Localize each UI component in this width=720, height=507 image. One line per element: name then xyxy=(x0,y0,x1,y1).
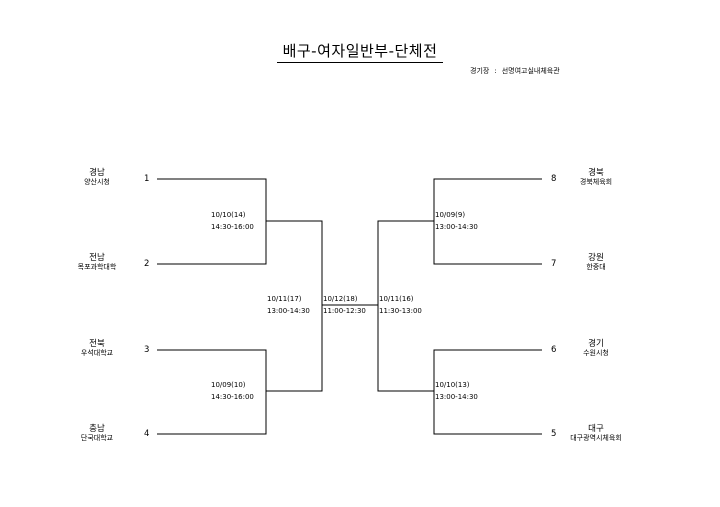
team-org: 목포과학대학 xyxy=(77,263,117,271)
team-left-3: 전북 우석대학교 xyxy=(57,339,137,358)
seed-right-5: 5 xyxy=(551,429,557,439)
match-time: 14:30-16:00 xyxy=(211,223,254,231)
team-region: 전남 xyxy=(89,253,105,263)
title-text: 배구-여자일반부-단체전 xyxy=(276,42,444,63)
seed-left-1: 1 xyxy=(144,174,150,184)
team-region: 경북 xyxy=(588,168,604,178)
right-qf2-line xyxy=(433,349,542,435)
team-left-2: 전남 목포과학대학 xyxy=(57,253,137,272)
match-final: 10/12(18) 11:00-12:30 xyxy=(323,293,366,317)
team-left-4: 충남 단국대학교 xyxy=(57,424,137,443)
venue-name: 선명여고실내체육관 xyxy=(501,67,560,75)
match-right-sf: 10/11(16) 11:30-13:00 xyxy=(379,293,422,317)
seed-right-7: 7 xyxy=(551,259,557,269)
team-org: 경북체육회 xyxy=(579,178,613,186)
venue-label: 경기장 xyxy=(470,67,490,75)
team-right-8: 경북 경북체육회 xyxy=(556,168,636,187)
page-title: 배구-여자일반부-단체전 xyxy=(0,40,720,63)
venue-separator: : xyxy=(494,67,497,75)
match-date: 10/09(9) xyxy=(435,211,466,219)
match-date: 10/12(18) xyxy=(323,295,358,303)
venue-info: 경기장: 선명여고실내체육관 xyxy=(470,66,560,76)
match-date: 10/09(10) xyxy=(211,381,246,389)
match-date: 10/11(17) xyxy=(267,295,302,303)
team-region: 충남 xyxy=(89,424,105,434)
left-qf2-line xyxy=(157,349,267,435)
team-right-5: 대구 대구광역시체육회 xyxy=(556,424,636,443)
match-time: 11:00-12:30 xyxy=(323,307,366,315)
match-right-qf1: 10/09(9) 13:00-14:30 xyxy=(435,209,478,233)
match-right-qf2: 10/10(13) 13:00-14:30 xyxy=(435,379,478,403)
match-time: 13:00-14:30 xyxy=(435,223,478,231)
team-right-7: 강원 한중대 xyxy=(556,253,636,272)
right-qf1-line xyxy=(433,178,542,265)
match-time: 13:00-14:30 xyxy=(435,393,478,401)
seed-left-4: 4 xyxy=(144,429,150,439)
match-time: 13:00-14:30 xyxy=(267,307,310,315)
team-region: 경남 xyxy=(89,168,105,178)
team-region: 전북 xyxy=(89,339,105,349)
team-org: 우석대학교 xyxy=(80,349,114,357)
seed-right-6: 6 xyxy=(551,345,557,355)
team-org: 단국대학교 xyxy=(80,434,114,442)
team-region: 강원 xyxy=(588,253,604,263)
team-region: 대구 xyxy=(588,424,604,434)
team-org: 대구광역시체육회 xyxy=(570,434,622,442)
match-left-qf2: 10/09(10) 14:30-16:00 xyxy=(211,379,254,403)
match-date: 10/10(14) xyxy=(211,211,246,219)
seed-left-2: 2 xyxy=(144,259,150,269)
team-org: 한중대 xyxy=(586,263,606,271)
team-right-6: 경기 수원시청 xyxy=(556,339,636,358)
team-region: 경기 xyxy=(588,339,604,349)
match-left-qf1: 10/10(14) 14:30-16:00 xyxy=(211,209,254,233)
match-left-sf: 10/11(17) 13:00-14:30 xyxy=(267,293,310,317)
team-org: 수원시청 xyxy=(583,349,609,357)
match-date: 10/11(16) xyxy=(379,295,414,303)
match-time: 14:30-16:00 xyxy=(211,393,254,401)
seed-left-3: 3 xyxy=(144,345,150,355)
seed-right-8: 8 xyxy=(551,174,557,184)
left-sf-line xyxy=(266,220,323,392)
team-org: 양산시청 xyxy=(84,178,110,186)
team-left-1: 경남 양산시청 xyxy=(57,168,137,187)
match-date: 10/10(13) xyxy=(435,381,470,389)
match-time: 11:30-13:00 xyxy=(379,307,422,315)
right-sf-line xyxy=(377,220,434,392)
